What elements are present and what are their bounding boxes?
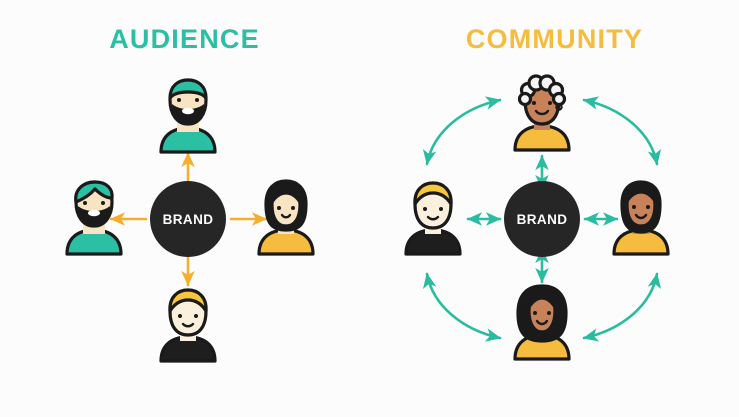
arc-right-bottom <box>582 272 662 342</box>
audience-node-right[interactable] <box>249 178 323 256</box>
audience-node-left[interactable] <box>57 178 131 256</box>
audience-brand-label: BRAND <box>162 211 214 227</box>
audience-node-top[interactable] <box>151 76 225 154</box>
audience-brand-hub[interactable]: BRAND <box>150 181 226 257</box>
audience-node-bottom[interactable] <box>151 285 225 363</box>
audience-title: AUDIENCE <box>109 24 260 54</box>
community-panel: COMMUNITY <box>370 0 739 417</box>
community-title: COMMUNITY <box>465 24 644 54</box>
community-node-left[interactable] <box>396 178 470 256</box>
arc-bottom-left <box>422 272 502 342</box>
audience-panel: AUDIENCE BRAND <box>0 0 369 417</box>
community-brand-hub[interactable]: BRAND <box>504 181 580 257</box>
community-node-right[interactable] <box>604 178 678 256</box>
community-node-bottom[interactable] <box>505 283 579 361</box>
arc-left-top <box>422 96 502 166</box>
arc-top-right <box>582 96 662 166</box>
community-brand-label: BRAND <box>516 211 568 227</box>
community-node-top[interactable] <box>505 74 579 152</box>
